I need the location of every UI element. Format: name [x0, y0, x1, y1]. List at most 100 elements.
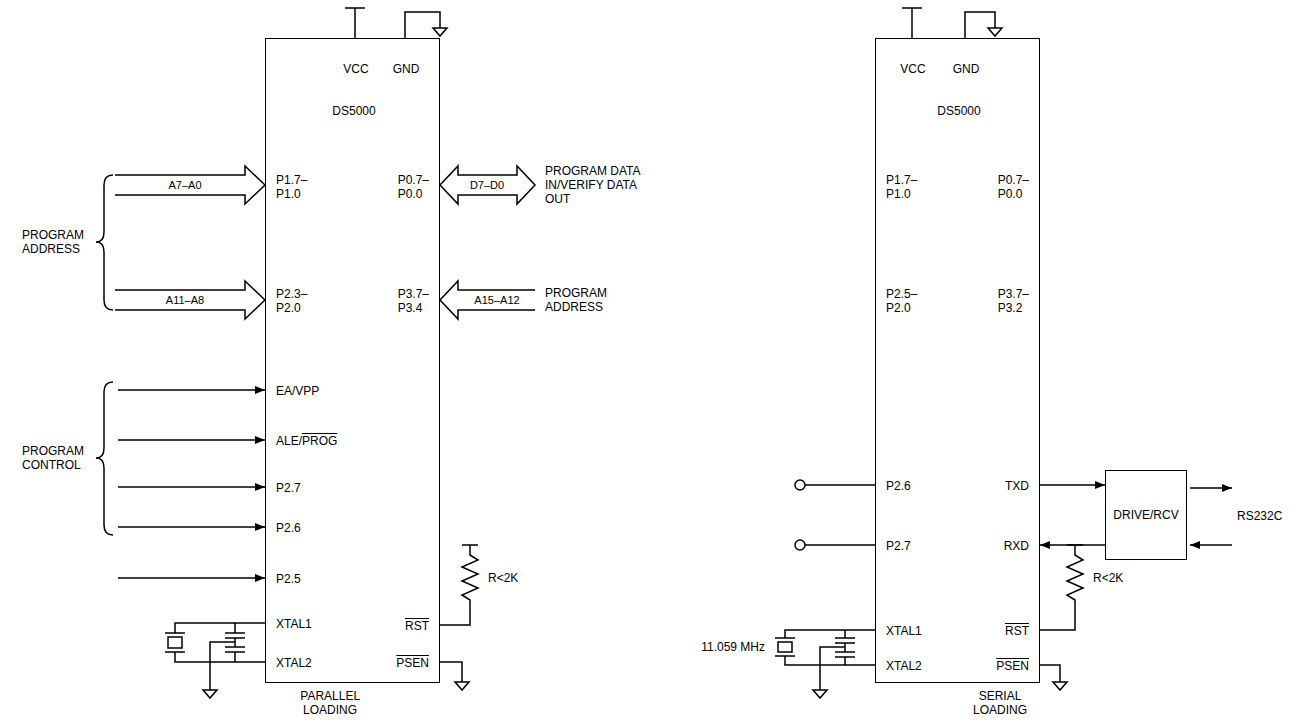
pin-name: P2.6: [886, 479, 911, 493]
port-pins: P2.5– P2.0: [886, 287, 917, 315]
port-pins: P1.7– P1.0: [276, 173, 307, 201]
ground-wire: [1053, 682, 1067, 690]
ground-wire: [440, 662, 469, 690]
signal-arrow: [1040, 544, 1105, 546]
signal-arrow: [118, 389, 265, 391]
port-pins: P3.7– P3.4: [398, 287, 429, 315]
pin-name: TXD: [1005, 479, 1029, 493]
capacitor-symbol: [813, 630, 855, 698]
driver-box: DRIVE/RCV: [1105, 470, 1187, 560]
signal-arrow: [1190, 487, 1232, 489]
bus-arrow: [440, 166, 535, 204]
pin-name: P2.5: [276, 572, 301, 586]
supply-pin: VCC: [343, 62, 368, 76]
pin-wire: [795, 480, 805, 490]
bus-bits: A15–A12: [472, 294, 521, 307]
crystal-symbol: [778, 642, 792, 652]
crystal-symbol: [168, 637, 182, 648]
pin-wire: [805, 485, 875, 545]
figure-caption: SERIAL LOADING: [973, 689, 1027, 717]
port-pins: P3.7– P3.2: [998, 287, 1029, 315]
pin-name: RXD: [1004, 539, 1029, 553]
signal-arrow: [118, 390, 265, 578]
capacitor-symbol: [203, 623, 245, 698]
pin-name: P2.7: [886, 539, 911, 553]
capacitor-symbol: [210, 642, 235, 690]
supply-wire: [345, 8, 365, 38]
pin-name: XTAL1: [886, 624, 922, 638]
bus-arrow: [440, 166, 535, 204]
microcontroller-chip: VCC GND DS5000P1.7– P1.0 P0.7– P0.0P2.3– P2…: [265, 38, 440, 683]
resistor-symbol: [440, 545, 478, 625]
pin-wire: [795, 540, 805, 550]
ground-wire: [965, 12, 995, 38]
bus-bits: A11–A8: [164, 294, 206, 307]
signal-arrow: [118, 439, 265, 441]
resistor-symbol: [440, 545, 478, 625]
pin-name: RST: [405, 619, 429, 633]
signal-arrow: [1190, 488, 1232, 545]
supply-wire: [902, 8, 922, 38]
port-pins: P0.7– P0.0: [398, 173, 429, 201]
bus-arrow: [115, 281, 265, 319]
signal-arrow: [1040, 484, 1105, 486]
pin-name: PSEN: [996, 659, 1029, 673]
bus-arrow: [115, 281, 265, 319]
pin-name: ALE/PROG: [276, 434, 337, 448]
bus-bits: A7–A0: [166, 179, 203, 192]
bus-caption: PROGRAM DATA IN/VERIFY DATA OUT: [545, 164, 641, 206]
group-caption: PROGRAM CONTROL: [22, 444, 84, 472]
pin-name: XTAL1: [276, 617, 312, 631]
pin-name: EA/VPP: [276, 384, 319, 398]
bus-bits: D7–D0: [468, 179, 506, 192]
supply-wire: [902, 8, 922, 38]
brace: [96, 175, 113, 310]
pin-name: XTAL2: [886, 659, 922, 673]
circuit-art: [96, 8, 1232, 698]
ground-wire: [433, 28, 447, 36]
supply-wire: [345, 8, 365, 38]
capacitor-symbol: [820, 647, 845, 690]
ground-wire: [965, 12, 1002, 38]
ground-wire: [440, 662, 462, 682]
ground-pin: GND: [393, 62, 420, 76]
bus-arrow: [440, 281, 535, 319]
driver-name: DRIVE/RCV: [1113, 508, 1178, 522]
port-pins: P1.7– P1.0: [886, 173, 917, 201]
resistor-symbol: [1040, 545, 1083, 630]
pin-name: P2.6: [276, 521, 301, 535]
port-pins: P2.3– P2.0: [276, 287, 307, 315]
ground-wire: [405, 12, 447, 38]
brace: [96, 382, 113, 535]
supply-pin: VCC: [900, 62, 925, 76]
capacitor-symbol: [203, 690, 217, 698]
bus-caption: PROGRAM ADDRESS: [545, 286, 607, 314]
ground-wire: [1040, 665, 1067, 690]
bus-arrow: [115, 166, 265, 204]
brace: [96, 382, 113, 535]
brace: [96, 175, 113, 310]
resistor-symbol: [1040, 545, 1083, 630]
signal-arrow: [1190, 544, 1232, 546]
signal-caption: RS232C: [1237, 509, 1282, 523]
ground-wire: [988, 28, 1002, 36]
ground-wire: [405, 12, 440, 38]
part-number: DS5000: [332, 104, 375, 118]
signal-arrow: [118, 526, 265, 528]
bus-arrow: [440, 281, 535, 319]
port-pins: P0.7– P0.0: [998, 173, 1029, 201]
signal-arrow: [118, 486, 265, 488]
signal-arrow: [118, 577, 265, 579]
bus-caption: PROGRAM ADDRESS: [22, 228, 84, 256]
component-value: R<2K: [488, 571, 518, 585]
microcontroller-chip: VCCGNDDS5000P1.7– P1.0P0.7– P0.0P2.5– P2…: [875, 38, 1040, 683]
pin-wire: [795, 480, 875, 550]
component-value: 11.059 MHz: [701, 640, 765, 654]
pin-name: P2.7: [276, 481, 301, 495]
ground-wire: [1040, 665, 1060, 682]
ground-wire: [455, 682, 469, 690]
